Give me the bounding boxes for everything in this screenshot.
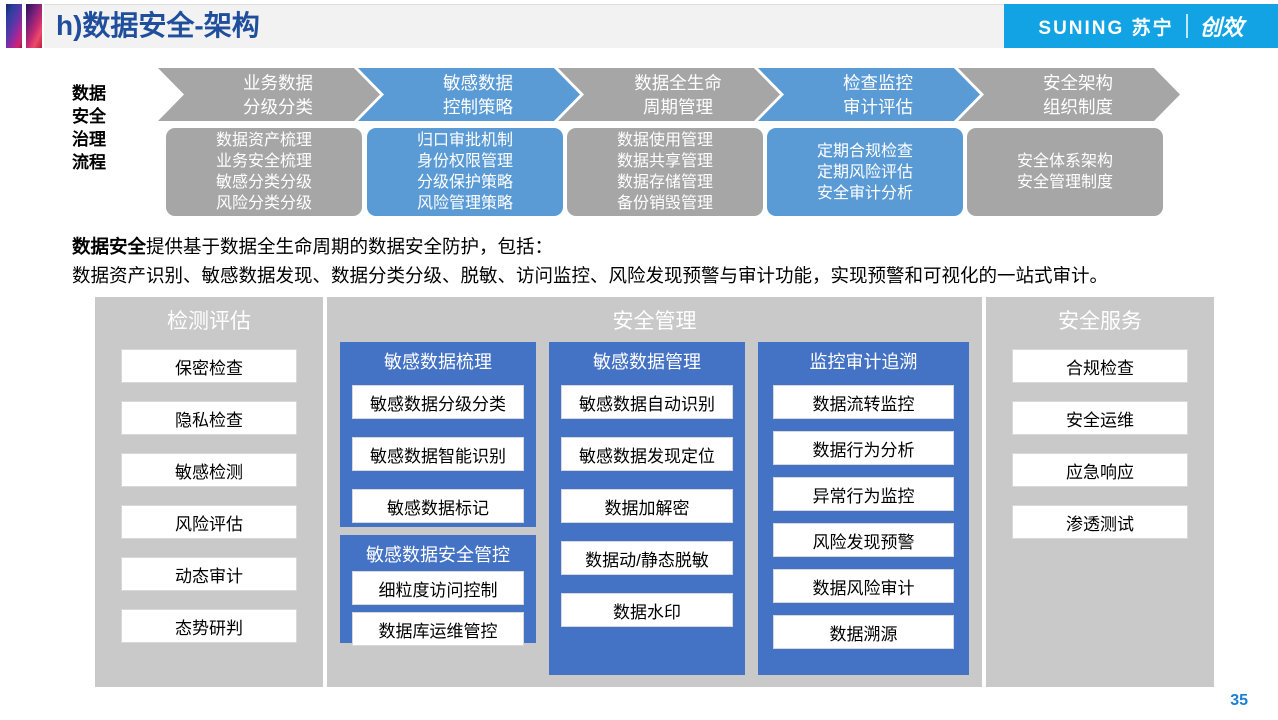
subpanel-sensitive-data-security-control: 敏感数据安全管控 细粒度访问控制 数据库运维管控 bbox=[340, 535, 536, 646]
flow-step-chevron[interactable]: 数据全生命 周期管理 bbox=[558, 68, 780, 121]
flow-step-title-line: 组织制度 bbox=[1043, 96, 1113, 117]
flow-step-title-line: 安全架构 bbox=[1043, 72, 1113, 93]
flow-label-line: 治理 bbox=[72, 130, 106, 149]
flow-step-title-line: 数据全生命 bbox=[634, 72, 722, 93]
panel-title: 安全管理 bbox=[612, 310, 697, 333]
list-item[interactable]: 数据行为分析 bbox=[773, 431, 954, 465]
flow-step-title-line: 审计评估 bbox=[843, 96, 913, 117]
flow-label-line: 数据 bbox=[72, 84, 106, 103]
flow-detail-item: 安全审计分析 bbox=[816, 184, 913, 202]
flow-detail-item: 定期风险评估 bbox=[816, 163, 913, 181]
list-item[interactable]: 数据水印 bbox=[561, 593, 733, 627]
description-line-2: 数据资产识别、敏感数据发现、数据分类分级、脱敏、访问监控、风险发现预警与审计功能… bbox=[72, 265, 1109, 286]
flow-detail-item: 安全体系架构 bbox=[1016, 153, 1113, 170]
flow-label-line: 流程 bbox=[72, 153, 106, 172]
flow-step-chevron[interactable]: 检查监控 审计评估 bbox=[758, 68, 980, 121]
list-item[interactable]: 敏感数据发现定位 bbox=[561, 437, 733, 471]
flow-step-chevron[interactable]: 安全架构 组织制度 bbox=[958, 68, 1180, 121]
flow-detail-item: 风险管理策略 bbox=[416, 195, 513, 212]
list-item[interactable]: 细粒度访问控制 bbox=[352, 571, 524, 605]
list-item[interactable]: 异常行为监控 bbox=[773, 477, 954, 511]
flow-detail-item: 敏感分类分级 bbox=[215, 174, 312, 191]
flow-detail-item: 数据共享管理 bbox=[616, 153, 713, 170]
brand-logo: SUNING 苏宁 创效 bbox=[1004, 4, 1278, 48]
subpanel-title: 敏感数据安全管控 bbox=[366, 545, 510, 565]
subpanel-sensitive-data-inventory: 敏感数据梳理 敏感数据分级分类 敏感数据智能识别 敏感数据标记 bbox=[340, 342, 536, 527]
list-item[interactable]: 隐私检查 bbox=[121, 401, 297, 435]
flow-step-chevron[interactable]: 业务数据 分级分类 bbox=[158, 68, 380, 121]
panel-title: 检测评估 bbox=[167, 310, 251, 333]
page-number: 35 bbox=[1230, 692, 1248, 709]
subpanel-title: 监控审计追溯 bbox=[809, 352, 918, 372]
list-item[interactable]: 敏感数据自动识别 bbox=[561, 385, 733, 419]
list-item[interactable]: 动态审计 bbox=[121, 557, 297, 591]
list-item[interactable]: 数据风险审计 bbox=[773, 569, 954, 603]
page-title: h)数据安全-架构 bbox=[56, 10, 260, 41]
list-item[interactable]: 数据动/静态脱敏 bbox=[561, 541, 733, 575]
flow-step-title-line: 检查监控 bbox=[843, 72, 913, 93]
flow-step-detail-box: 安全体系架构 安全管理制度 bbox=[967, 128, 1163, 216]
flow-detail-item: 分级保护策略 bbox=[416, 174, 513, 191]
list-item[interactable]: 态势研判 bbox=[121, 609, 297, 643]
flow-detail-item: 数据使用管理 bbox=[616, 132, 713, 149]
list-item[interactable]: 风险评估 bbox=[121, 505, 297, 539]
description-line-1-rest: 提供基于数据全生命周期的数据安全防护，包括： bbox=[146, 236, 554, 257]
list-item[interactable]: 风险发现预警 bbox=[773, 523, 954, 557]
list-item[interactable]: 敏感数据智能识别 bbox=[352, 437, 524, 471]
decorative-gradient-strip-right bbox=[26, 4, 42, 48]
list-item[interactable]: 敏感检测 bbox=[121, 453, 297, 487]
list-item[interactable]: 保密检查 bbox=[121, 349, 297, 383]
flow-detail-item: 备份销毁管理 bbox=[616, 195, 713, 212]
flow-detail-item: 风险分类分级 bbox=[215, 195, 312, 212]
list-item[interactable]: 数据加解密 bbox=[561, 489, 733, 523]
panel-detection-assessment: 检测评估 保密检查 隐私检查 敏感检测 风险评估 动态审计 态势研判 bbox=[95, 297, 323, 687]
list-item[interactable]: 应急响应 bbox=[1012, 453, 1188, 487]
logo-suning-text: SUNING 苏宁 bbox=[1038, 17, 1174, 39]
panel-title: 安全服务 bbox=[1058, 310, 1142, 333]
flow-step-title-line: 敏感数据 bbox=[443, 72, 513, 93]
process-flow: 业务数据 分级分类 数据资产梳理 业务安全梳理 敏感分类分级 风险分类分级 敏感… bbox=[158, 68, 1268, 223]
flow-step-title-line: 周期管理 bbox=[643, 96, 713, 117]
list-item[interactable]: 敏感数据标记 bbox=[352, 489, 524, 523]
flow-detail-item: 数据存储管理 bbox=[616, 174, 713, 191]
panel-security-services: 安全服务 合规检查 安全运维 应急响应 渗透测试 bbox=[986, 297, 1214, 687]
flow-label-line: 安全 bbox=[72, 107, 106, 126]
flow-step-detail-box: 归口审批机制 身份权限管理 分级保护策略 风险管理策略 bbox=[367, 128, 563, 216]
flow-detail-item: 业务安全梳理 bbox=[215, 153, 312, 170]
description-bold-lead: 数据安全 bbox=[72, 236, 147, 257]
flow-step-title-line: 控制策略 bbox=[443, 96, 513, 117]
flow-detail-item: 数据资产梳理 bbox=[215, 132, 312, 149]
flow-step-title-line: 分级分类 bbox=[243, 96, 313, 117]
subpanel-title: 敏感数据梳理 bbox=[384, 352, 492, 372]
description-paragraph: 数据安全提供基于数据全生命周期的数据安全防护，包括： 数据资产识别、敏感数据发现… bbox=[72, 232, 1258, 290]
subpanel-sensitive-data-management: 敏感数据管理 敏感数据自动识别 敏感数据发现定位 数据加解密 数据动/静态脱敏 … bbox=[549, 342, 745, 675]
decorative-gradient-strip-left bbox=[6, 4, 22, 48]
list-item[interactable]: 安全运维 bbox=[1012, 401, 1188, 435]
flow-detail-item: 归口审批机制 bbox=[416, 132, 513, 149]
flow-step-detail-box: 定期合规检查 定期风险评估 安全审计分析 bbox=[767, 128, 963, 216]
flow-detail-item: 身份权限管理 bbox=[416, 153, 513, 170]
flow-step-detail-box: 数据资产梳理 业务安全梳理 敏感分类分级 风险分类分级 bbox=[166, 128, 362, 216]
flow-step-title-line: 业务数据 bbox=[243, 72, 313, 93]
list-item[interactable]: 数据库运维管控 bbox=[352, 612, 524, 646]
subpanel-title: 敏感数据管理 bbox=[593, 352, 701, 372]
logo-chuangxiao-text: 创效 bbox=[1199, 16, 1244, 41]
list-item[interactable]: 数据溯源 bbox=[773, 615, 954, 649]
list-item[interactable]: 渗透测试 bbox=[1012, 505, 1188, 539]
flow-step-chevron[interactable]: 敏感数据 控制策略 bbox=[358, 68, 580, 121]
subpanel-monitoring-audit-traceability: 监控审计追溯 数据流转监控 数据行为分析 异常行为监控 风险发现预警 数据风险审… bbox=[758, 342, 969, 675]
flow-detail-item: 定期合规检查 bbox=[816, 142, 913, 160]
list-item[interactable]: 敏感数据分级分类 bbox=[352, 385, 524, 419]
flow-section-label: 数据 安全 治理 流程 bbox=[72, 82, 138, 174]
list-item[interactable]: 数据流转监控 bbox=[773, 385, 954, 419]
list-item[interactable]: 合规检查 bbox=[1012, 349, 1188, 383]
panel-security-management: 安全管理 敏感数据梳理 敏感数据分级分类 敏感数据智能识别 敏感数据标记 敏感数… bbox=[327, 297, 982, 687]
description-line-1: 数据安全提供基于数据全生命周期的数据安全防护，包括： bbox=[72, 232, 1258, 261]
flow-detail-item: 安全管理制度 bbox=[1016, 174, 1113, 191]
logo-divider bbox=[1185, 14, 1188, 38]
flow-step-detail-box: 数据使用管理 数据共享管理 数据存储管理 备份销毁管理 bbox=[567, 128, 763, 216]
